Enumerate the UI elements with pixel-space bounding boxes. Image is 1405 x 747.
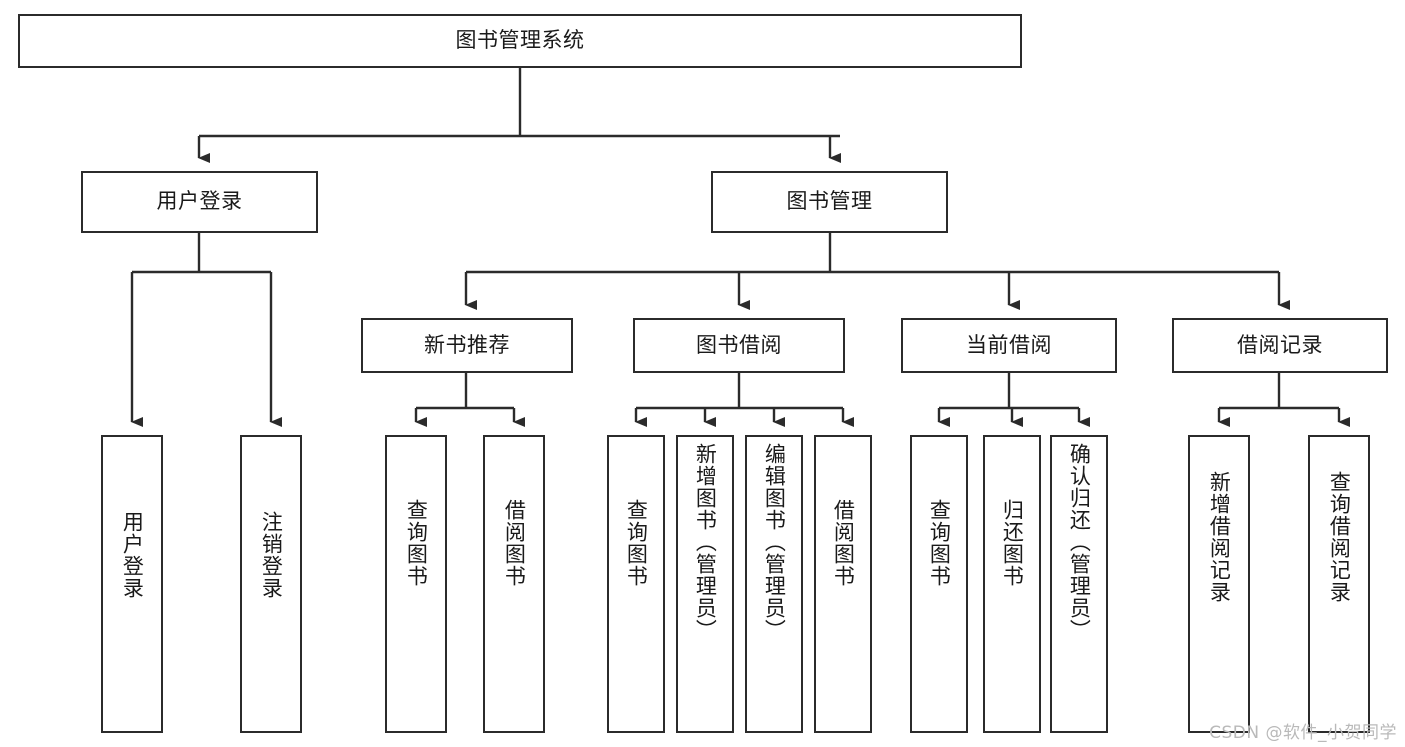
- node-book-borrow-label: 图书借阅: [696, 332, 782, 357]
- leaf-return-book-label: 归还图书: [1000, 499, 1025, 587]
- node-current-borrow-label: 当前借阅: [966, 332, 1052, 357]
- leaf-query-book-cur[interactable]: 查询图书: [910, 435, 968, 733]
- leaf-borrow-book-label: 借阅图书: [831, 499, 856, 587]
- leaf-query-book-rec-label: 查询图书: [404, 499, 429, 587]
- leaf-query-record-label: 查询借阅记录: [1327, 471, 1352, 603]
- leaf-add-record[interactable]: 新增借阅记录: [1188, 435, 1250, 733]
- leaf-borrow-book[interactable]: 借阅图书: [814, 435, 872, 733]
- leaf-user-login-label: 用户登录: [120, 511, 145, 599]
- node-user-login[interactable]: 用户登录: [81, 171, 318, 233]
- node-book-manage[interactable]: 图书管理: [711, 171, 948, 233]
- leaf-borrow-book-rec-label: 借阅图书: [502, 499, 527, 587]
- leaf-borrow-book-rec[interactable]: 借阅图书: [483, 435, 545, 733]
- node-current-borrow[interactable]: 当前借阅: [901, 318, 1117, 373]
- leaf-query-book-rec[interactable]: 查询图书: [385, 435, 447, 733]
- leaf-confirm-return-label: 确认归还（管理员）: [1067, 443, 1092, 641]
- watermark-text: CSDN @软件_小贺同学: [1209, 723, 1397, 743]
- leaf-add-book[interactable]: 新增图书（管理员）: [676, 435, 734, 733]
- leaf-logout-login-label: 注销登录: [259, 511, 284, 599]
- node-new-book-rec[interactable]: 新书推荐: [361, 318, 573, 373]
- node-borrow-record[interactable]: 借阅记录: [1172, 318, 1388, 373]
- leaf-edit-book-label: 编辑图书（管理员）: [762, 443, 787, 641]
- leaf-add-record-label: 新增借阅记录: [1207, 471, 1232, 603]
- node-book-borrow[interactable]: 图书借阅: [633, 318, 845, 373]
- node-borrow-record-label: 借阅记录: [1237, 332, 1323, 357]
- node-book-manage-label: 图书管理: [786, 189, 873, 214]
- leaf-edit-book[interactable]: 编辑图书（管理员）: [745, 435, 803, 733]
- node-new-book-rec-label: 新书推荐: [424, 332, 510, 357]
- leaf-confirm-return[interactable]: 确认归还（管理员）: [1050, 435, 1108, 733]
- node-root-label: 图书管理系统: [455, 28, 585, 53]
- leaf-return-book[interactable]: 归还图书: [983, 435, 1041, 733]
- leaf-add-book-label: 新增图书（管理员）: [693, 443, 718, 641]
- leaf-query-book-cur-label: 查询图书: [927, 499, 952, 587]
- leaf-logout-login[interactable]: 注销登录: [240, 435, 302, 733]
- node-user-login-label: 用户登录: [156, 189, 243, 214]
- node-root[interactable]: 图书管理系统: [18, 14, 1022, 68]
- leaf-query-book-borrow-label: 查询图书: [624, 499, 649, 587]
- leaf-query-record[interactable]: 查询借阅记录: [1308, 435, 1370, 733]
- leaf-user-login[interactable]: 用户登录: [101, 435, 163, 733]
- leaf-query-book-borrow[interactable]: 查询图书: [607, 435, 665, 733]
